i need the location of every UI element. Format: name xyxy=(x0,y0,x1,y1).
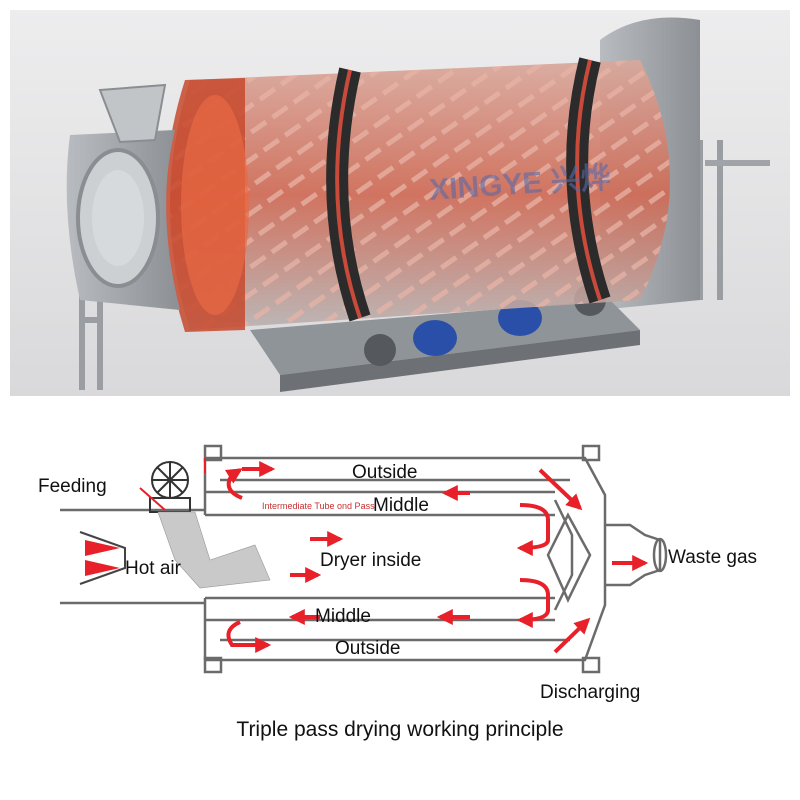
feeding-pointer xyxy=(139,487,166,511)
label-discharging: Discharging xyxy=(540,682,640,703)
hot-air-burner-icon xyxy=(79,531,126,585)
diagram-caption: Triple pass drying working principle xyxy=(236,718,564,741)
dryer-outline xyxy=(60,444,668,674)
material-flow xyxy=(157,511,271,589)
label-waste-gas: Waste gas xyxy=(668,547,757,568)
triple-pass-diagram: Intermediate Tube ond Pass xyxy=(38,444,757,703)
motor-right xyxy=(498,300,542,336)
feed-hopper xyxy=(98,83,167,144)
intermediate-tube-text: Intermediate Tube ond Pass xyxy=(262,501,375,511)
label-feeding: Feeding xyxy=(38,476,107,497)
railing xyxy=(705,160,770,166)
label-dryer-inside: Dryer inside xyxy=(320,550,421,571)
feeder-wheel xyxy=(149,461,191,513)
dryer-render-image: XINGYE 兴烨 xyxy=(10,10,790,396)
label-outside-bottom: Outside xyxy=(335,638,400,659)
roller-wheel xyxy=(364,334,396,366)
flow-arrows xyxy=(224,461,649,654)
motor-left xyxy=(413,320,457,356)
label-hot-air: Hot air xyxy=(125,558,182,579)
label-middle-top: Middle xyxy=(373,495,429,516)
label-middle-bottom: Middle xyxy=(315,606,371,627)
label-outside-top: Outside xyxy=(352,462,417,483)
